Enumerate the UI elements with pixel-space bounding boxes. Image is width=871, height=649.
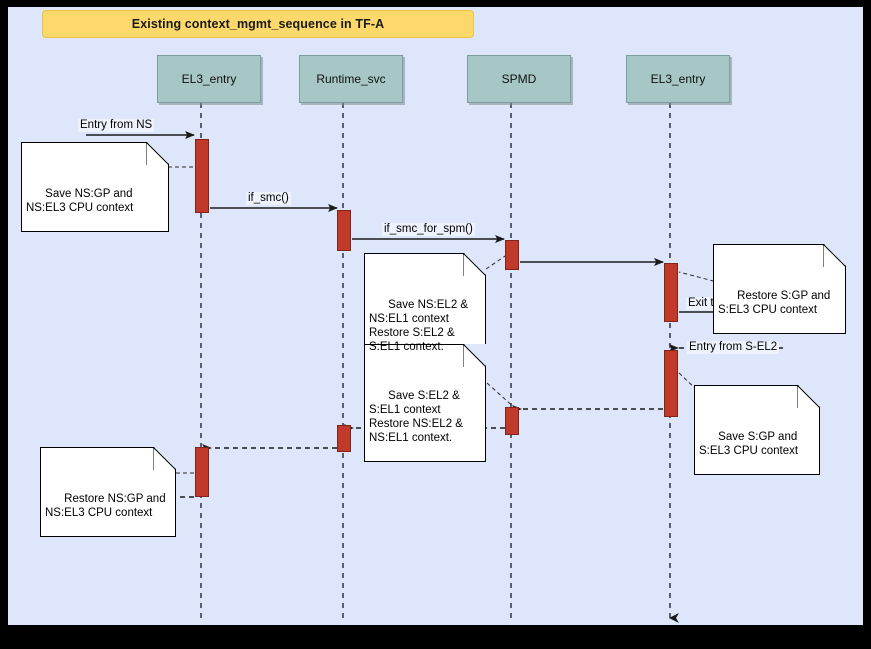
activation-bar-el3-entry-2[interactable] <box>195 447 209 497</box>
note-restore-ns-gp-context[interactable]: Restore NS:GP and NS:EL3 CPU context <box>40 447 176 537</box>
activation-bar-spmd-1[interactable] <box>505 240 519 270</box>
activation-bar-el3-entry-right-2[interactable] <box>664 350 678 417</box>
note-save-s-el2-restore-ns-el2[interactable]: Save S:EL2 & S:EL1 context Restore NS:EL… <box>364 344 486 462</box>
note-save-ns-el2-restore-s-el2[interactable]: Save NS:EL2 & NS:EL1 context Restore S:E… <box>364 253 486 371</box>
note-text: Restore S:GP and S:EL3 CPU context <box>718 290 831 316</box>
lifeline-header-el3-entry-right[interactable]: EL3_entry <box>626 55 730 103</box>
note-text: Restore NS:GP and NS:EL3 CPU context <box>45 493 166 519</box>
lifeline-label: Runtime_svc <box>316 72 386 86</box>
message-label-if-smc-for-spm: if_smc_for_spm() <box>382 223 475 236</box>
activation-bar-el3-entry-right-1[interactable] <box>664 263 678 322</box>
lifeline-header-runtime-svc[interactable]: Runtime_svc <box>299 55 403 103</box>
activation-bar-el3-entry-1[interactable] <box>195 139 209 213</box>
lifeline-header-el3-entry-left[interactable]: EL3_entry <box>157 55 261 103</box>
message-label-entry-from-ns: Entry from NS <box>78 119 155 132</box>
note-save-ns-gp-context[interactable]: Save NS:GP and NS:EL3 CPU context <box>21 142 169 232</box>
note-fold-corner-icon <box>464 344 486 366</box>
note-restore-s-gp-context[interactable]: Restore S:GP and S:EL3 CPU context <box>713 244 846 334</box>
activation-bar-runtime-svc-1[interactable] <box>337 210 351 251</box>
activation-bar-spmd-2[interactable] <box>505 407 519 435</box>
note-connector-save-s-gp <box>675 369 703 396</box>
note-text: Save S:EL2 & S:EL1 context Restore NS:EL… <box>369 390 463 444</box>
lifeline-label: SPMD <box>501 72 537 86</box>
lifeline-label: EL3_entry <box>181 72 237 86</box>
note-fold-corner-icon <box>154 447 176 469</box>
note-save-s-gp-context[interactable]: Save S:GP and S:EL3 CPU context <box>694 385 820 475</box>
activation-bar-runtime-svc-2[interactable] <box>337 425 351 452</box>
note-text: Save NS:EL2 & NS:EL1 context Restore S:E… <box>369 299 469 353</box>
note-text: Save NS:GP and NS:EL3 CPU context <box>26 188 134 214</box>
note-text: Save S:GP and S:EL3 CPU context <box>699 431 799 457</box>
diagram-canvas[interactable]: Existing context_mgmt_sequence in TF-A <box>8 7 863 625</box>
note-fold-corner-icon <box>824 244 846 266</box>
lifeline-label: EL3_entry <box>650 72 706 86</box>
lifeline-header-spmd[interactable]: SPMD <box>467 55 571 103</box>
note-fold-corner-icon <box>464 253 486 275</box>
message-label-if-smc: if_smc() <box>246 192 291 205</box>
note-fold-corner-icon <box>147 142 169 164</box>
note-fold-corner-icon <box>798 385 820 407</box>
message-label-entry-from-s-el2: Entry from S-EL2 <box>687 341 780 354</box>
diagram-title-banner: Existing context_mgmt_sequence in TF-A <box>42 10 474 38</box>
